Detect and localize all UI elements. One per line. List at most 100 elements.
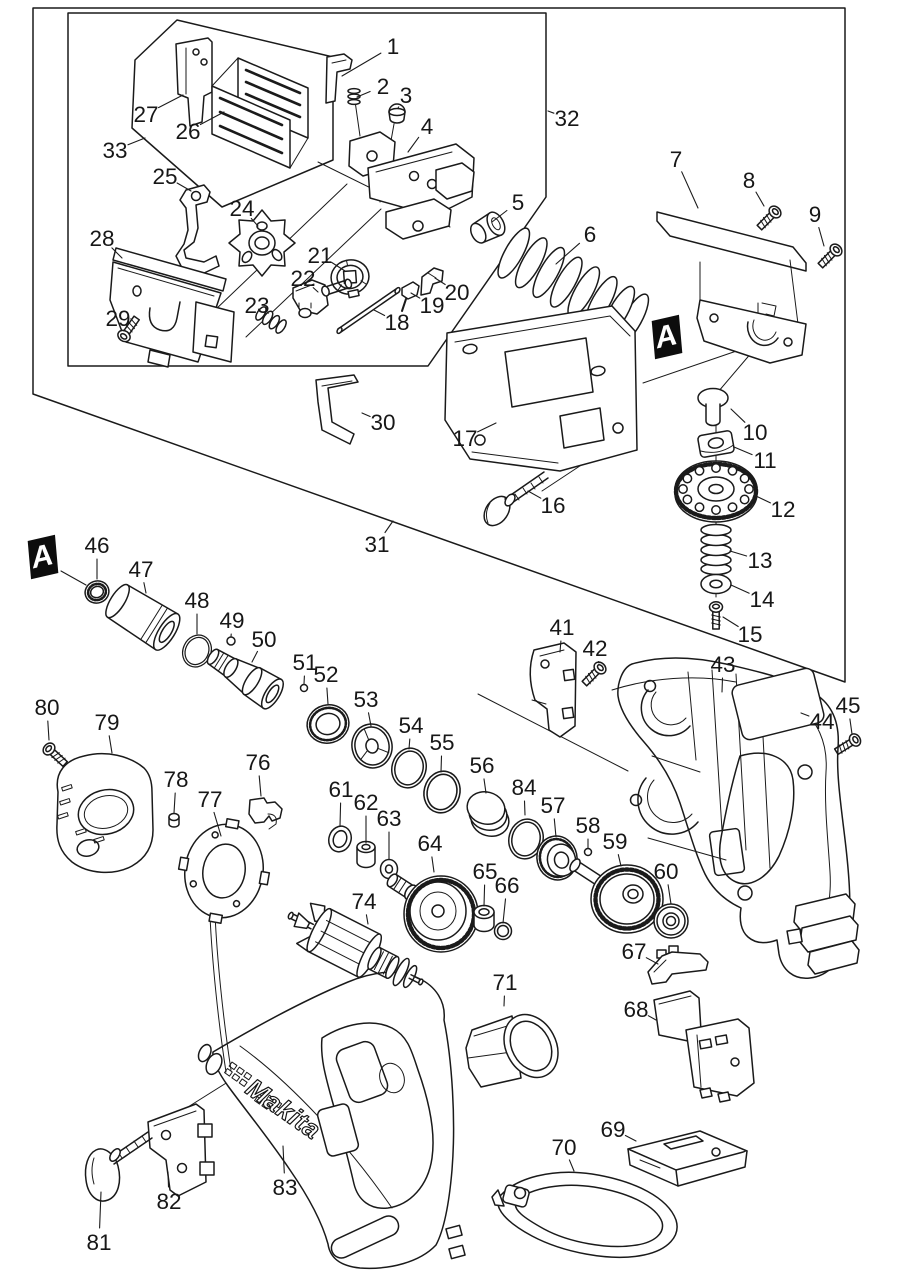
svg-text:71: 71 xyxy=(492,970,517,995)
svg-text:43: 43 xyxy=(710,652,735,677)
svg-text:47: 47 xyxy=(128,557,153,582)
callout-54: 54 xyxy=(398,713,424,750)
callout-8: 8 xyxy=(743,168,765,207)
part-30 xyxy=(315,374,359,445)
callout-44: 44 xyxy=(800,709,835,734)
callout-60: 60 xyxy=(653,859,679,905)
callout-23: 23 xyxy=(244,293,269,318)
svg-text:53: 53 xyxy=(353,687,378,712)
part-81 xyxy=(84,1131,153,1202)
part-21 xyxy=(330,259,370,299)
callout-22: 22 xyxy=(290,266,319,293)
callout-13: 13 xyxy=(729,548,773,573)
callout-5: 5 xyxy=(491,190,524,223)
svg-text:65: 65 xyxy=(472,859,497,884)
svg-text:20: 20 xyxy=(444,280,469,305)
callout-74: 74 xyxy=(351,889,377,925)
part-83: Makita xyxy=(197,971,466,1270)
part-18 xyxy=(336,286,401,335)
svg-text:59: 59 xyxy=(602,829,627,854)
svg-text:49: 49 xyxy=(219,608,244,633)
svg-text:57: 57 xyxy=(540,793,565,818)
svg-text:11: 11 xyxy=(753,448,776,473)
svg-text:67: 67 xyxy=(621,939,646,964)
svg-text:80: 80 xyxy=(34,695,59,720)
svg-text:78: 78 xyxy=(163,767,188,792)
part-10 xyxy=(697,387,729,427)
svg-text:56: 56 xyxy=(469,753,494,778)
svg-text:16: 16 xyxy=(540,493,565,518)
part-80 xyxy=(40,739,71,770)
callout-1: 1 xyxy=(341,34,399,77)
callout-51: 51 xyxy=(292,650,318,685)
part-61 xyxy=(327,825,353,853)
callout-59: 59 xyxy=(602,829,628,867)
svg-text:3: 3 xyxy=(400,83,413,108)
callout-43: 43 xyxy=(710,652,736,693)
callout-65: 65 xyxy=(472,859,498,907)
part-51 xyxy=(299,683,309,693)
section-marker-layer: AA xyxy=(27,314,683,586)
svg-text:19: 19 xyxy=(419,293,444,318)
callout-78: 78 xyxy=(163,767,189,814)
callout-4: 4 xyxy=(407,114,434,153)
part-20 xyxy=(420,267,444,296)
callout-49: 49 xyxy=(219,608,245,638)
svg-text:64: 64 xyxy=(417,831,442,856)
part-43 xyxy=(611,657,860,979)
svg-text:28: 28 xyxy=(89,226,114,251)
part-26 xyxy=(211,57,309,169)
callout-67: 67 xyxy=(621,939,659,965)
svg-text:45: 45 xyxy=(835,693,860,718)
svg-text:25: 25 xyxy=(152,164,177,189)
part-69 xyxy=(627,1130,748,1187)
part-66 xyxy=(493,921,513,941)
part-7 xyxy=(656,211,807,364)
callout-12: 12 xyxy=(753,494,796,522)
part-46 xyxy=(84,580,110,604)
svg-text:55: 55 xyxy=(429,730,454,755)
part-53 xyxy=(351,723,393,769)
callout-9: 9 xyxy=(809,202,825,247)
callout-57: 57 xyxy=(540,793,566,838)
callout-3: 3 xyxy=(397,83,413,109)
part-41 xyxy=(529,642,577,738)
part-64 xyxy=(386,873,479,953)
part-52 xyxy=(306,704,350,744)
callout-21: 21 xyxy=(307,243,346,272)
part-47 xyxy=(105,583,181,651)
svg-text:4: 4 xyxy=(421,114,434,139)
callout-26: 26 xyxy=(175,111,225,144)
callout-62: 62 xyxy=(353,790,379,844)
svg-text:9: 9 xyxy=(809,202,822,227)
svg-text:31: 31 xyxy=(364,532,389,557)
svg-text:14: 14 xyxy=(749,587,774,612)
svg-text:26: 26 xyxy=(175,119,200,144)
part-57 xyxy=(536,835,578,881)
callout-84: 84 xyxy=(511,775,537,816)
callout-55: 55 xyxy=(429,730,455,773)
part-70 xyxy=(491,1171,678,1258)
part-2 xyxy=(347,87,361,106)
part-62 xyxy=(356,840,376,869)
part-1 xyxy=(325,53,353,104)
callout-2: 2 xyxy=(356,74,389,99)
part-28 xyxy=(109,247,235,368)
part-82 xyxy=(147,1103,215,1197)
svg-text:12: 12 xyxy=(770,497,795,522)
callout-77: 77 xyxy=(197,787,223,837)
part-60 xyxy=(653,903,689,939)
svg-text:32: 32 xyxy=(554,106,579,131)
svg-text:61: 61 xyxy=(328,777,353,802)
part-71 xyxy=(465,1013,559,1088)
part-9 xyxy=(815,240,846,271)
part-25 xyxy=(175,184,220,275)
svg-text:24: 24 xyxy=(229,196,254,221)
part-44 xyxy=(731,667,825,741)
part-55 xyxy=(418,766,466,818)
part-54 xyxy=(386,743,432,793)
part-74 xyxy=(287,902,424,989)
part-42 xyxy=(579,658,610,689)
